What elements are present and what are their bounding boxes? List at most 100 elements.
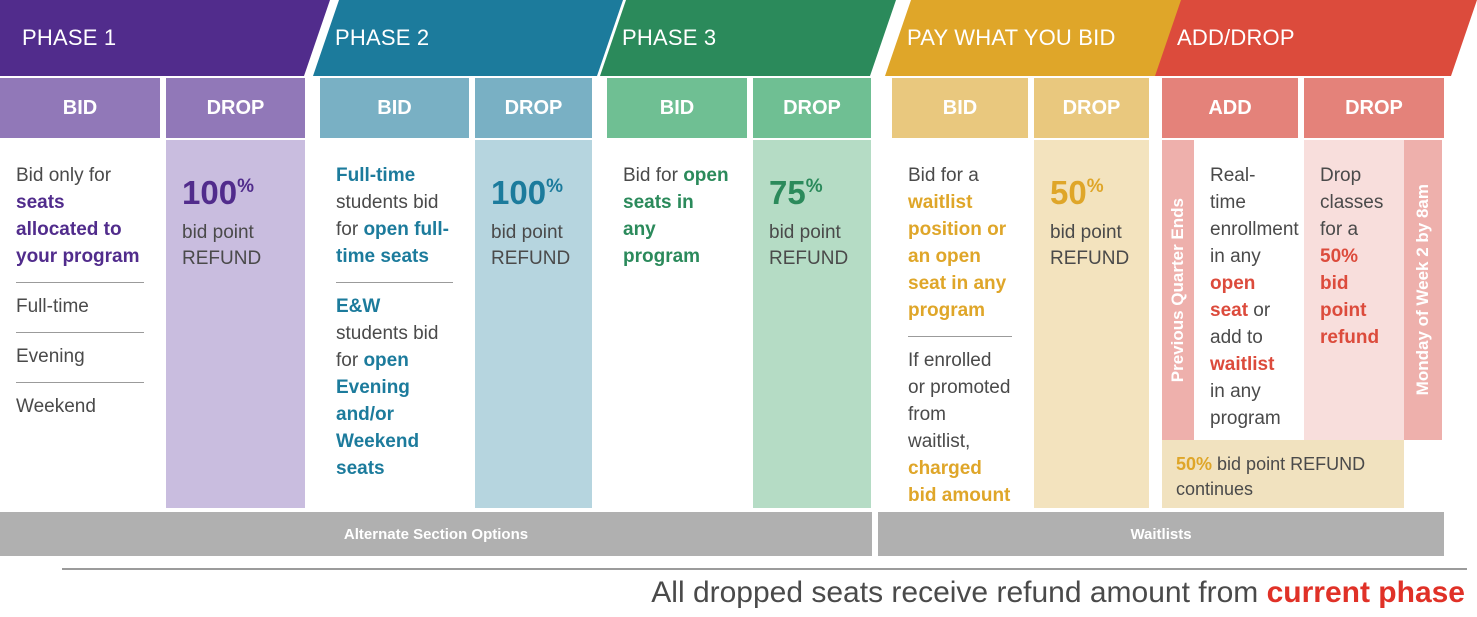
divider <box>908 336 1012 337</box>
cell-phase3-drop: 75% bid point REFUND <box>753 140 871 508</box>
phase-title-2: PHASE 2 <box>335 25 430 50</box>
refund-continuation-strip: 50% bid point REFUND continues <box>1162 440 1404 508</box>
emphasis-text: open seat <box>1210 273 1256 321</box>
continuation-rest: bid point REFUND continues <box>1176 454 1366 499</box>
refund-sub-line2: REFUND <box>769 248 849 269</box>
body-text: Real-time enrollment in any <box>1210 165 1299 267</box>
refund-percent-value: 75 <box>769 174 806 211</box>
body-text: Bid for <box>623 165 684 186</box>
divider <box>336 282 453 283</box>
gray-bar-label: Waitlists <box>1130 525 1192 543</box>
cell-phase1-bid: Bid only for seats allocated to your pro… <box>0 140 160 508</box>
refund-sub-line1: bid point <box>769 222 841 243</box>
side-label-text: Monday of Week 2 by 8am <box>1413 184 1432 396</box>
program-option-fulltime: Full-time <box>16 296 89 317</box>
column-header-label: DROP <box>1062 96 1121 119</box>
gray-bar-alternate-section-options: Alternate Section Options <box>0 512 872 556</box>
column-header-paywhatyoubid-drop: DROP <box>1034 78 1149 138</box>
divider <box>16 282 144 283</box>
emphasis-text: waitlist <box>1210 354 1275 375</box>
column-header-phase1-bid: BID <box>0 78 160 138</box>
refund-percent-value: 100 <box>491 174 547 211</box>
column-header-label: BID <box>62 96 98 119</box>
refund-sub-line1: bid point <box>182 222 254 243</box>
percent-sign: % <box>546 176 563 197</box>
column-header-paywhatyoubid-bid: BID <box>892 78 1028 138</box>
phase2-bid-block2: E&W students bid for open Evening and/or… <box>336 293 453 482</box>
cell-phase2-bid: Full-time students bid for open full-tim… <box>320 140 469 508</box>
phase3-bid-block1: Bid for open seats in any program <box>623 162 731 270</box>
column-header-label: ADD <box>1208 96 1252 119</box>
column-header-label: DROP <box>206 96 265 119</box>
emphasis-text: charged bid amount <box>908 458 1011 506</box>
column-header-label: BID <box>659 96 695 119</box>
emphasis-text: open full-time seats <box>336 219 449 267</box>
side-label-monday-week2: Monday of Week 2 by 8am <box>1404 140 1442 440</box>
cell-paywhatyoubid-drop: 50% bid point REFUND <box>1034 140 1149 508</box>
phase-banner-4: PAY WHAT YOU BID <box>885 0 1184 76</box>
cell-phase3-bid: Bid for open seats in any program <box>607 140 747 508</box>
column-header-phase2-drop: DROP <box>475 78 592 138</box>
adddrop-add-block1: Real-time enrollment in any open seat or… <box>1210 162 1299 432</box>
footer-note-plain: All dropped seats receive refund amount … <box>651 576 1267 609</box>
gray-bar-waitlists: Waitlists <box>878 512 1444 556</box>
emphasis-text: Full-time <box>336 165 416 186</box>
pwyb-bid-block2: If enrolled or promoted from waitlist, c… <box>908 347 1012 509</box>
refund-sub-line1: bid point <box>1050 222 1122 243</box>
cell-adddrop-drop: Drop classes for a 50% bid point refund <box>1304 140 1404 440</box>
body-text: or add to <box>1210 300 1271 348</box>
emphasis-text: waitlist position or an open seat in any… <box>908 192 1007 321</box>
gray-bar-label: Alternate Section Options <box>343 525 529 543</box>
phase2-bid-block1: Full-time students bid for open full-tim… <box>336 162 453 270</box>
column-header-phase1-drop: DROP <box>166 78 305 138</box>
side-label-text: Previous Quarter Ends <box>1168 197 1187 383</box>
divider <box>16 382 144 383</box>
program-option-weekend: Weekend <box>16 396 96 417</box>
phase-banner-3: PHASE 3 <box>600 0 896 76</box>
phase-banner-5: ADD/DROP <box>1155 0 1477 76</box>
phase-title-3: PHASE 3 <box>622 25 717 50</box>
column-header-phase2-bid: BID <box>320 78 469 138</box>
continuation-highlight: 50% <box>1176 454 1213 474</box>
divider <box>16 332 144 333</box>
refund-sub-line1: bid point <box>491 222 563 243</box>
phase-title-4: PAY WHAT YOU BID <box>907 25 1116 50</box>
adddrop-drop-block1: Drop classes for a 50% bid point refund <box>1320 162 1388 351</box>
column-header-adddrop-drop: DROP <box>1304 78 1444 138</box>
column-header-phase3-bid: BID <box>607 78 747 138</box>
refund-sub-line2: REFUND <box>1050 248 1130 269</box>
column-header-label: BID <box>942 96 978 119</box>
refund-percent: 100% <box>182 168 289 212</box>
emphasis-text: E&W <box>336 296 381 317</box>
lead-bold: seats allocated to your program <box>16 192 140 267</box>
refund-percent: 100% <box>491 168 576 212</box>
side-label-previous-quarter-ends: Previous Quarter Ends <box>1162 140 1194 440</box>
phase-banner-2: PHASE 2 <box>313 0 623 76</box>
program-option-evening: Evening <box>16 346 85 367</box>
phase-title-5: ADD/DROP <box>1177 25 1295 50</box>
phase1-bid-lead: Bid only for seats allocated to your pro… <box>16 162 144 270</box>
column-header-label: DROP <box>783 96 841 119</box>
phase-title-1: PHASE 1 <box>22 25 117 50</box>
footer-note-highlight: current phase <box>1266 576 1465 609</box>
percent-sign: % <box>237 176 254 197</box>
cell-adddrop-add: Real-time enrollment in any open seat or… <box>1194 140 1299 440</box>
percent-sign: % <box>805 176 823 197</box>
column-header-adddrop-add: ADD <box>1162 78 1298 138</box>
column-header-phase3-drop: DROP <box>753 78 871 138</box>
body-text: in any program <box>1210 381 1281 429</box>
lead-plain: Bid only for <box>16 165 112 186</box>
footer-divider <box>62 568 1467 570</box>
emphasis-text: open Evening and/or Weekend seats <box>336 350 420 479</box>
refund-percent-value: 50 <box>1050 174 1087 211</box>
footer-note: All dropped seats receive refund amount … <box>0 576 1465 610</box>
refund-percent: 75% <box>769 168 855 212</box>
pwyb-bid-block1: Bid for a waitlist position or an open s… <box>908 162 1012 324</box>
body-text: students bid for <box>336 192 439 240</box>
column-header-label: DROP <box>504 96 563 119</box>
body-text: Drop classes for a <box>1320 165 1384 240</box>
phase-banner-1: PHASE 1 <box>0 0 330 76</box>
emphasis-text: 50% bid point refund <box>1320 246 1380 348</box>
refund-sub-line2: REFUND <box>182 248 262 269</box>
